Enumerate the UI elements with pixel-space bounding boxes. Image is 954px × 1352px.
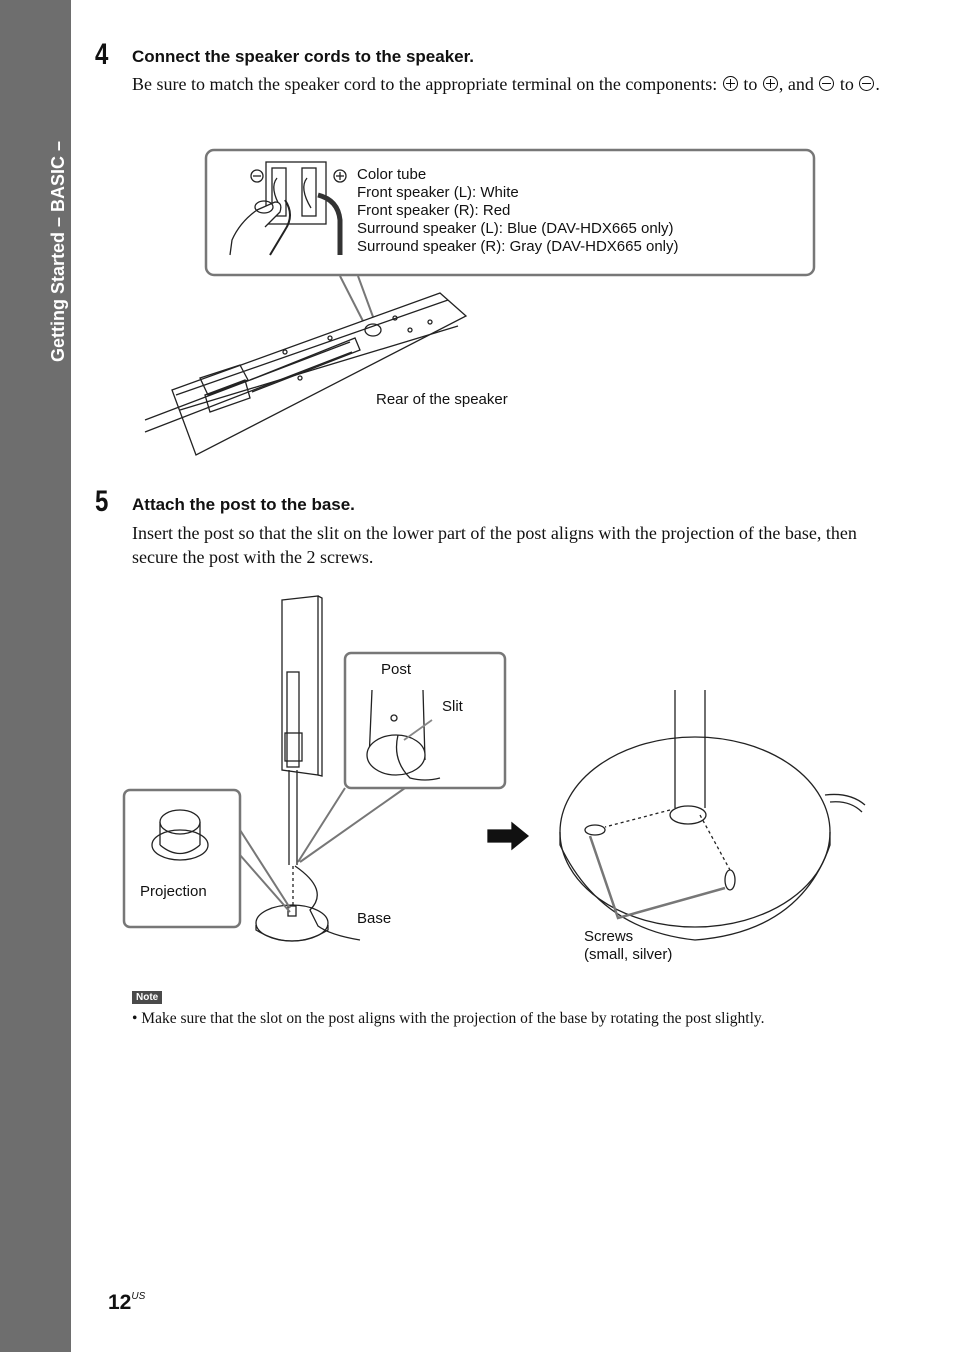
note-badge: Note (132, 991, 162, 1004)
screws-label-line: (small, silver) (584, 946, 672, 964)
base-label: Base (357, 910, 391, 928)
slit-label: Slit (442, 698, 463, 716)
note-text: • Make sure that the slot on the post al… (132, 1009, 765, 1029)
screws-label: Screws (small, silver) (584, 928, 672, 964)
page-number: 12US (108, 1286, 145, 1314)
post-base-illustration (0, 0, 954, 980)
screws-label-line: Screws (584, 928, 672, 946)
projection-label: Projection (140, 883, 207, 901)
page-number-suffix: US (131, 1291, 145, 1302)
post-label: Post (381, 661, 411, 679)
page-number-value: 12 (108, 1291, 131, 1314)
